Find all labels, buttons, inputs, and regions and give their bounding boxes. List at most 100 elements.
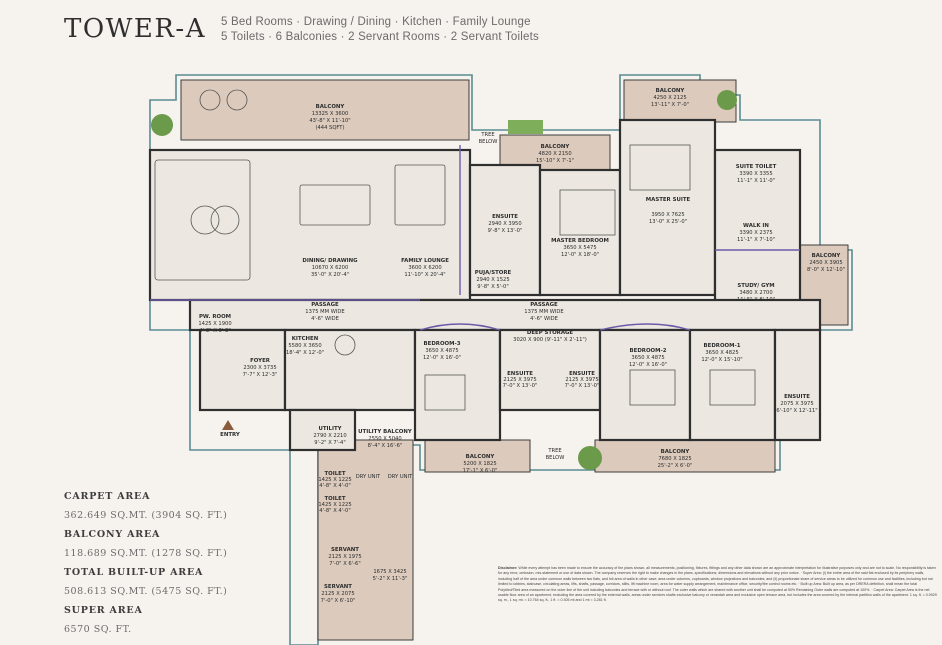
room-ft: 7'-0" X 6'-6" [329,561,360,567]
area-value: 6570 SQ. FT. [64,624,132,635]
unit-summary-line-2: 5 Toilets · 6 Balconies · 2 Servant Room… [221,31,539,43]
room-dim: 1375 MM WIDE [305,309,344,315]
room-dim: 2125 X 3975 [565,377,598,383]
planter-icon [508,120,543,134]
room-ft: 12'-0" X 16'-0" [629,362,667,368]
utility-floor [288,408,357,452]
room-dim: 3600 X 6200 [408,265,441,271]
room-dim: 1425 X 1900 [198,321,231,327]
room-dim: 2125 X 2075 [321,591,354,597]
dry-unit-label: DRY UNIT [388,474,413,480]
room-name: SERVANT [331,547,359,553]
room-name: BALCONY [316,104,345,110]
room-ft: 35'-0" X 20'-4" [311,272,349,278]
room-dim: 3650 X 5475 [563,245,596,251]
room-dim: 1425 X 1225 [318,477,351,483]
tree-label: BELOW [546,455,565,461]
room-ft: 13'-11" X 7'-0" [651,102,689,108]
room-name: BALCONY [466,454,495,460]
room-name: PASSAGE [311,302,339,308]
room-name: STUDY/ GYM [737,283,774,289]
room-ft: 4'-6" WIDE [311,316,339,322]
room-name: BALCONY [656,88,685,94]
balcony-6-area [594,439,776,473]
entry-icon [222,420,234,430]
room-ft: 7'-7" X 12'-3" [243,372,278,378]
passage-floor [188,298,822,332]
kitchen-floor [283,328,417,412]
room-dim: 2940 X 3950 [488,221,521,227]
room-name: FOYER [250,358,271,364]
area-label: CARPET AREA [64,491,151,502]
room-dim: 2550 X 5040 [368,436,401,442]
room-name: BALCONY [812,253,841,259]
kitchen-table [334,334,356,356]
room-ft: 7'-0" X 13'-0" [503,383,538,389]
room-name: BEDROOM-1 [704,343,741,349]
room-dim: 2940 X 1525 [476,277,509,283]
dry-unit-label: DRY UNIT [356,474,381,480]
master-suite-floor [618,118,717,297]
room-ft: 25'-2" X 6'-0" [658,463,693,469]
room-name: BEDROOM-2 [630,348,667,354]
room-ft: 4'-8" X 4'-0" [319,483,350,489]
room-name: TOILET [324,496,345,502]
balcony-chair-1 [199,89,221,111]
room-ft: 4'-6" WIDE [530,316,558,322]
area-summary: CARPET AREA 362.649 SQ.MT. (3904 SQ. FT.… [64,491,227,635]
ensuite-1-floor [468,163,542,297]
tree-icons [151,90,737,470]
bedroom-3-floor [413,328,502,442]
room-dim: 3950 X 7625 [651,212,684,218]
suite-bed [629,144,691,191]
room-name: PUJA/STORE [475,270,512,276]
room-name: TOILET [324,471,345,477]
area-value: 362.649 SQ.MT. (3904 SQ. FT.) [64,510,228,521]
room-ft: 12'-0" X 15'-10" [701,357,742,363]
room-dim: 2125 X 3975 [503,377,536,383]
room-dim: 2075 X 3975 [780,401,813,407]
room-name: MASTER SUITE [646,197,691,203]
room-name: PW. ROOM [199,314,231,320]
tower-title: TOWER-A [64,14,206,44]
room-dim: 7680 X 1825 [658,456,691,462]
room-dim: 3020 X 900 (9'-11" X 2'-11") [513,337,587,343]
tree-icon [151,114,173,136]
room-dim: 1375 MM WIDE [524,309,563,315]
room-dim: 3390 X 2375 [739,230,772,236]
room-labels: BALCONY 13325 X 3600 43'-8" X 11'-10" (4… [198,88,845,604]
dining-table [299,184,371,226]
room-name: BALCONY [541,144,570,150]
room-dim: 5580 X 3650 [288,343,321,349]
balcony-5-area [424,439,531,473]
master-bedroom-floor [538,168,622,297]
room-dim: 10670 X 6200 [312,265,349,271]
room-dim: 2790 X 2210 [313,433,346,439]
area-label: SUPER AREA [64,605,143,616]
tree-label: TREE [547,448,561,454]
room-name: BEDROOM-3 [424,341,461,347]
unit-summary-line-1: 5 Bed Rooms · Drawing / Dining · Kitchen… [221,16,531,28]
room-dim: 3650 X 4875 [425,348,458,354]
room-name: UTILITY [318,426,341,432]
disclaimer-text: While every attempt has been made to ens… [498,566,937,603]
balcony-chair-2 [226,89,248,111]
room-dim: 2300 X 3735 [243,365,276,371]
entry-label: ENTRY [220,432,240,438]
room-name: SERVANT [324,584,352,590]
master-bed [559,189,616,236]
room-name: FAMILY LOUNGE [401,258,449,264]
tree-label: BELOW [479,139,498,145]
ensuite-4-floor [773,328,822,442]
tree-icon [578,446,602,470]
room-ft: 6'-10" X 12'-11" [776,408,817,414]
room-ft: 18'-4" X 12'-0" [286,350,324,356]
room-dim: 1675 X 3425 [373,569,406,575]
coffee-table [190,205,220,235]
room-name: ENSUITE [507,371,533,377]
area-label: BALCONY AREA [64,529,161,540]
area-value: 118.689 SQ.MT. (1278 SQ. FT.) [64,548,228,559]
foyer-floor [198,328,287,412]
tree-icon [717,90,737,110]
